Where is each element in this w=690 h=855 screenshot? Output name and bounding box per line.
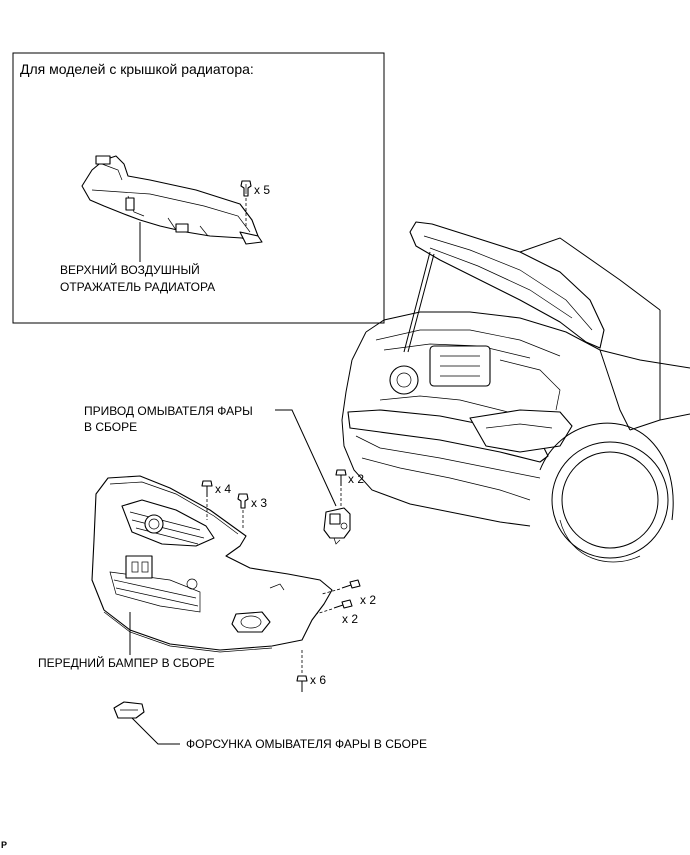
upper-radiator-deflector [81, 155, 263, 245]
figure-code: P [1, 840, 8, 850]
inset-title: Для моделей с крышкой радиатора: [20, 61, 254, 77]
nozzle-leader [131, 717, 180, 745]
actuator-leader [275, 409, 337, 507]
actuator-bolt-icon [335, 469, 347, 486]
washer-actuator-label-line1: ПРИВОД ОМЫВАТЕЛЯ ФАРЫ [84, 404, 253, 418]
front-bumper-label: ПЕРЕДНИЙ БАМПЕР В СБОРЕ [38, 656, 215, 670]
side-screws-upper-qty: x 2 [360, 593, 377, 607]
front-bumper-part [91, 475, 333, 653]
side-screw-lower-icon [333, 599, 353, 609]
actuator-bolts-qty: x 2 [348, 472, 365, 486]
inset-clips-qty: x 5 [254, 183, 271, 197]
inset-clip-icon [240, 180, 252, 197]
vehicle-outline [341, 221, 690, 563]
side-screw-upper-icon [341, 579, 361, 589]
inset-frame [12, 52, 385, 324]
bumper-top-clips-qty: x 3 [251, 496, 268, 510]
washer-nozzle-part [113, 701, 145, 719]
washer-actuator-part [323, 507, 351, 545]
upper-deflector-label-line1: ВЕРХНИЙ ВОЗДУШНЫЙ [60, 263, 200, 277]
bottom-screw-icon [296, 675, 308, 692]
bumper-top-clip-icon [237, 493, 249, 509]
side-screws-lower-qty: x 2 [342, 612, 359, 626]
bottom-screws-qty: x 6 [310, 673, 327, 687]
bumper-top-bolts-qty: x 4 [215, 482, 232, 496]
washer-nozzle-label: ФОРСУНКА ОМЫВАТЕЛЯ ФАРЫ В СБОРЕ [186, 737, 427, 751]
bumper-top-bolt-icon [201, 480, 213, 497]
washer-actuator-label-line2: В СБОРЕ [84, 420, 138, 434]
upper-deflector-label-line2: ОТРАЖАТЕЛЬ РАДИАТОРА [60, 280, 216, 294]
